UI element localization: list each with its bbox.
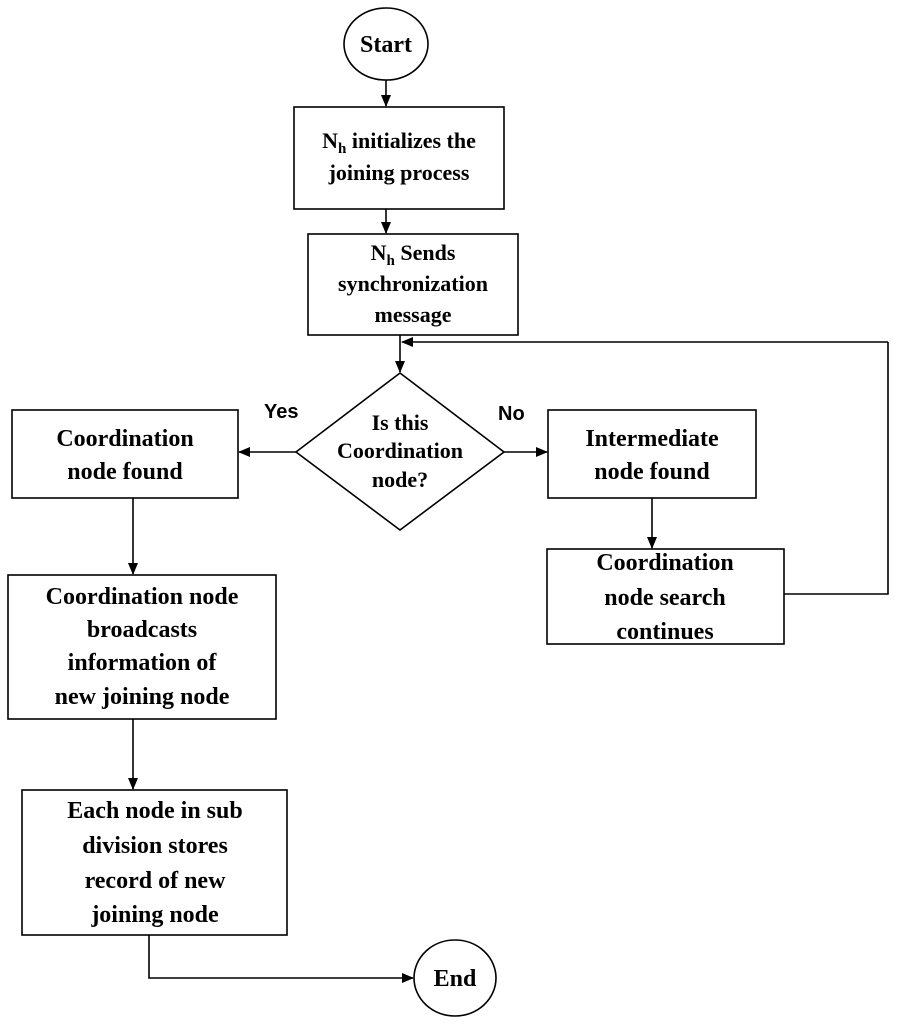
store-node: Each node in sub division stores record …: [21, 789, 288, 936]
search-line2: node search: [604, 585, 726, 611]
search-line3: continues: [616, 619, 713, 645]
arrow-store-to-end: [148, 935, 414, 983]
store-line4: joining node: [90, 902, 219, 928]
store-line3: record of new: [85, 868, 227, 894]
init-line1: Nh initializes the: [322, 128, 476, 157]
decision-node: Is this Coordination node?: [294, 371, 506, 531]
decision-line1: Is this: [372, 410, 429, 435]
intermediate-line1: Intermediate: [585, 426, 719, 452]
coord-found-node: Coordination node found: [11, 409, 239, 499]
broadcast-node: Coordination node broadcasts information…: [7, 574, 277, 720]
start-node: Start: [343, 7, 429, 81]
no-label: No: [498, 403, 525, 425]
end-label: End: [434, 966, 477, 992]
intermediate-node: Intermediate node found: [547, 409, 757, 499]
init-line2: joining process: [328, 160, 470, 185]
store-line1: Each node in sub: [67, 798, 242, 824]
sync-node: Nh Sends synchronization message: [307, 233, 519, 336]
intermediate-line2: node found: [594, 459, 710, 485]
decision-line2: Coordination: [337, 438, 463, 463]
sync-line1: Nh Sends: [371, 240, 456, 269]
store-line2: division stores: [82, 833, 228, 859]
coord-found-line2: node found: [67, 459, 183, 485]
broadcast-line1: Coordination node: [46, 584, 239, 610]
decision-line3: node?: [372, 467, 428, 492]
broadcast-line2: broadcasts: [87, 617, 197, 643]
search-node: Coordination node search continues: [546, 548, 785, 645]
end-node: End: [413, 939, 497, 1017]
yes-label: Yes: [264, 401, 298, 423]
start-label: Start: [360, 32, 412, 58]
sync-line3: message: [375, 302, 452, 327]
search-line1: Coordination: [596, 550, 733, 576]
init-node: Nh initializes the joining process: [293, 106, 505, 210]
sync-line2: synchronization: [338, 271, 488, 296]
connectors: [128, 80, 889, 983]
coord-found-line1: Coordination: [56, 426, 193, 452]
loop-back-line: [784, 342, 889, 595]
broadcast-line4: new joining node: [55, 684, 230, 710]
broadcast-line3: information of: [68, 650, 218, 676]
